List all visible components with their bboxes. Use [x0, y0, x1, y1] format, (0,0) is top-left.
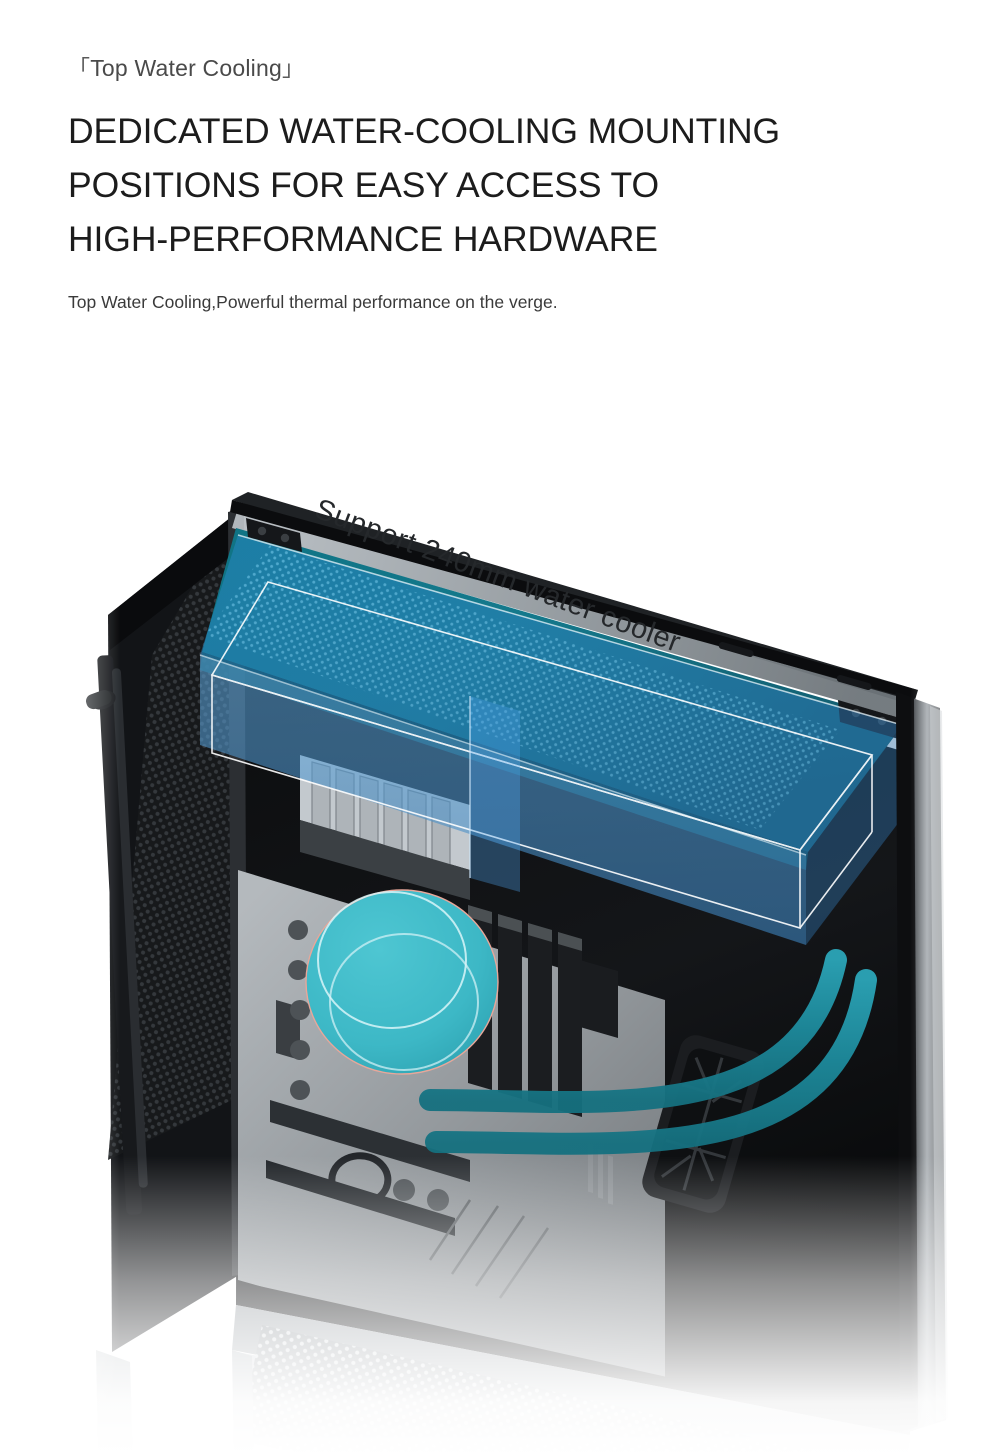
corner-bracket-open-icon: 「 — [68, 56, 91, 81]
feature-text-block: 「Top Water Cooling」 DEDICATED WATER-COOL… — [68, 54, 928, 332]
eyebrow-text: Top Water Cooling — [90, 55, 282, 81]
case-base-left — [96, 1350, 133, 1456]
pc-case-illustration — [0, 400, 1000, 1456]
headline-line-1: DEDICATED WATER-COOLING MOUNTING — [68, 110, 781, 151]
product-image: Support 240mm water cooler — [0, 400, 1000, 1456]
corner-bracket-close-icon: 」 — [281, 56, 305, 81]
headline-line-3: HIGH-PERFORMANCE HARDWARE — [68, 218, 658, 259]
rear-panel-edge — [896, 692, 948, 1434]
page-subtitle: Top Water Cooling,Powerful thermal perfo… — [68, 292, 558, 313]
eyebrow-label: 「Top Water Cooling」 — [68, 54, 928, 83]
coolant-tubes — [419, 949, 877, 1155]
cpu-water-block — [305, 889, 499, 1075]
radiator-mount-zone — [199, 534, 903, 945]
headline-line-2: POSITIONS FOR EASY ACCESS TO — [68, 164, 660, 205]
page-title: DEDICATED WATER-COOLING MOUNTING POSITIO… — [68, 105, 928, 267]
